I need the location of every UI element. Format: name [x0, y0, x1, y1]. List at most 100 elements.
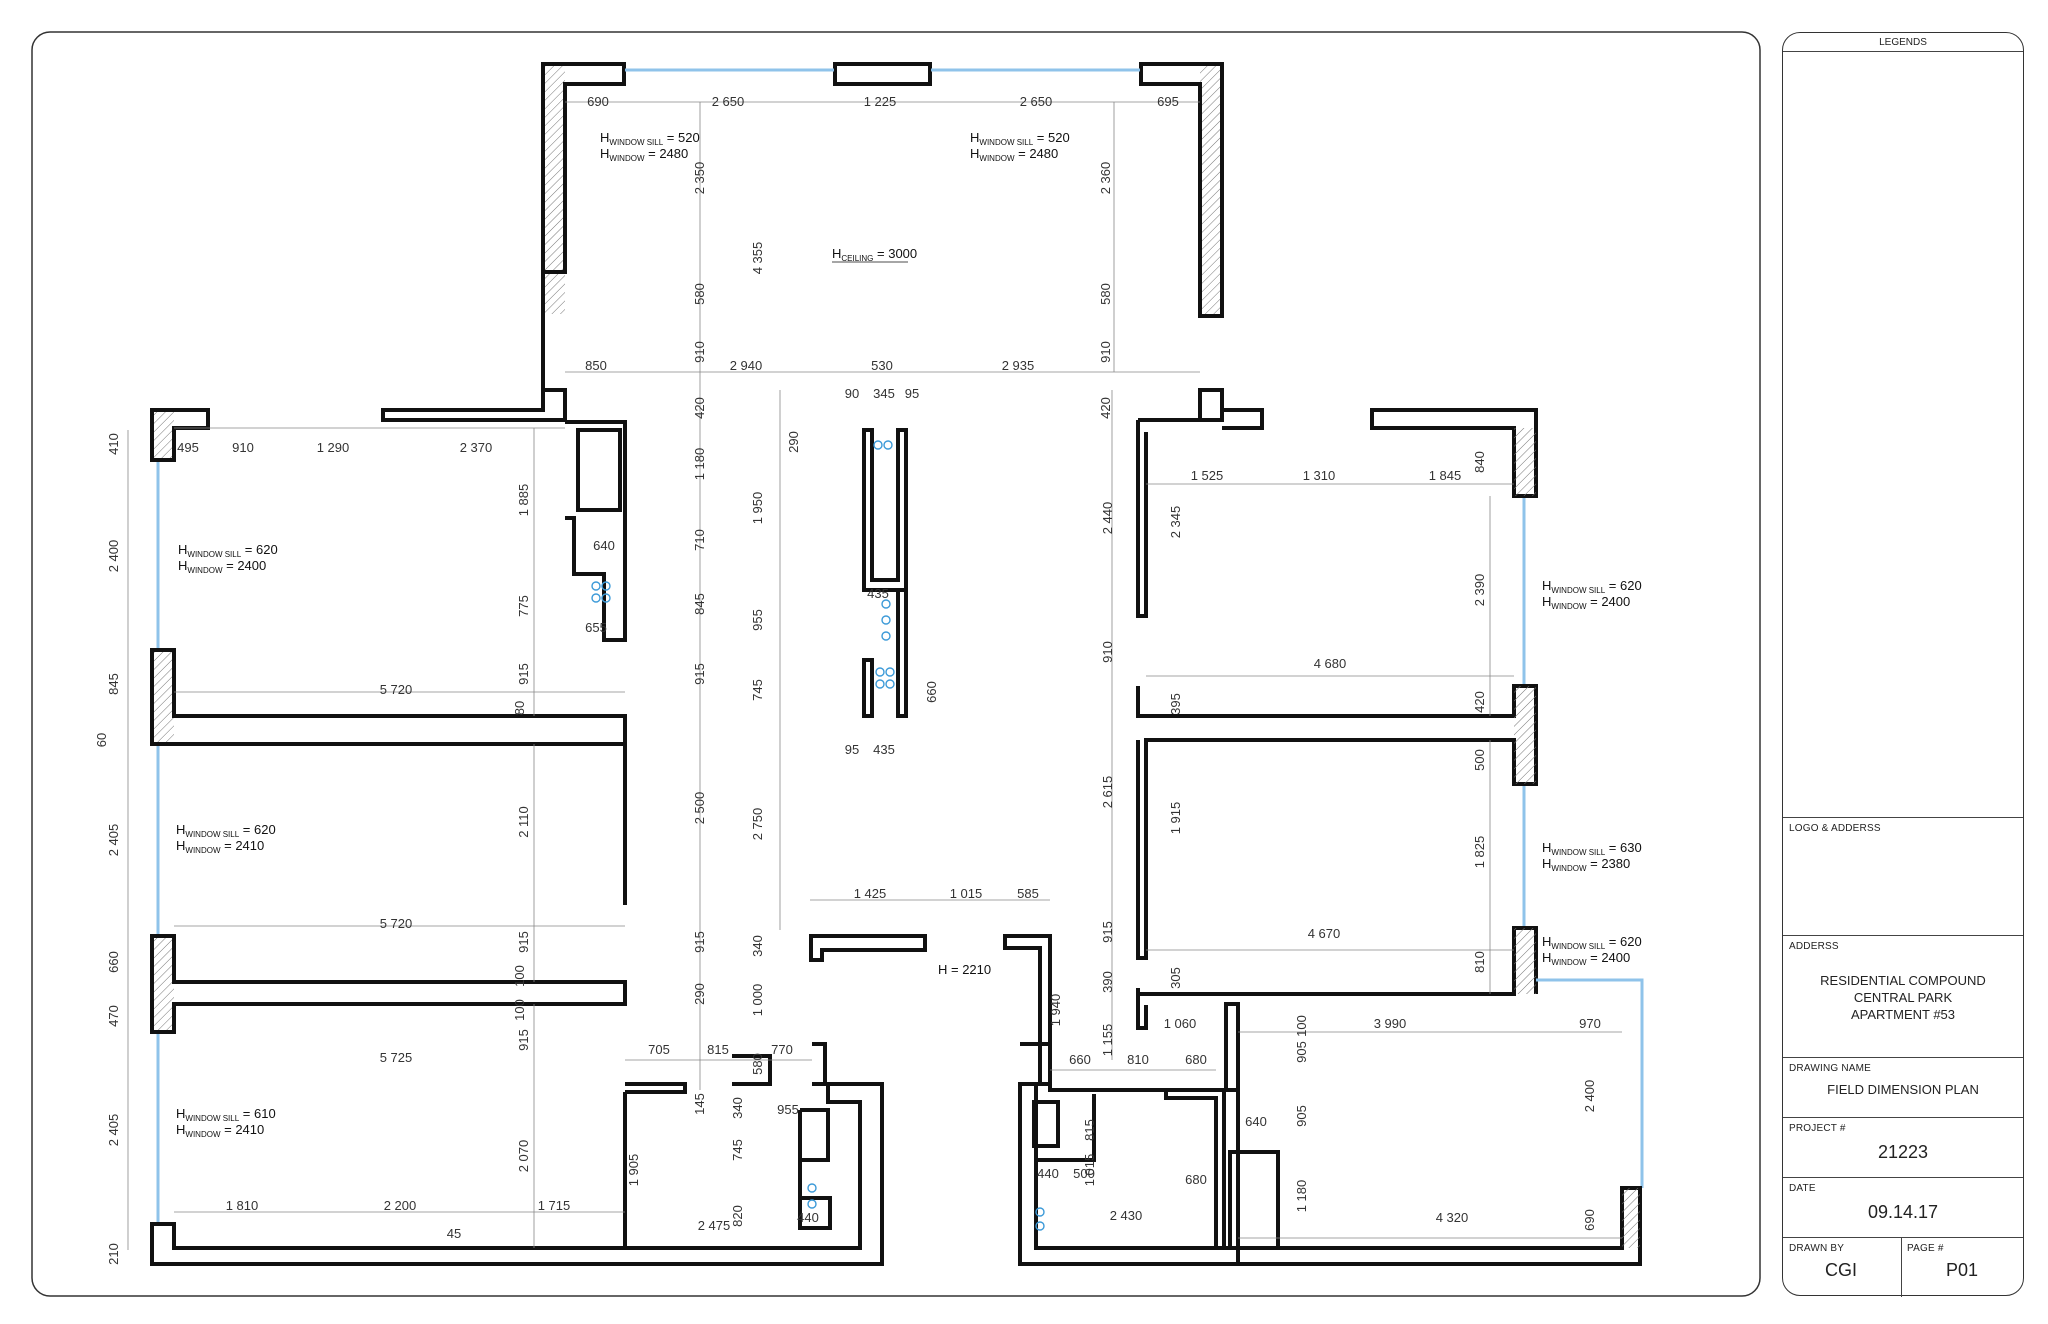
- dimension-label: 100: [1294, 1015, 1309, 1037]
- svg-text:HWINDOW = 2400: HWINDOW = 2400: [1542, 950, 1630, 967]
- dimension-label: 1 180: [692, 448, 707, 481]
- dimension-label: 1 310: [1303, 468, 1336, 483]
- dimension-label: 210: [106, 1243, 121, 1265]
- dimension-label: 1 015: [1082, 1154, 1097, 1187]
- dimension-label: 340: [730, 1097, 745, 1119]
- dimension-label: 500: [1073, 1166, 1095, 1181]
- dimension-label: 90: [845, 386, 859, 401]
- legends-label: LEGENDS: [1879, 37, 1927, 48]
- svg-text:HWINDOW = 2410: HWINDOW = 2410: [176, 1122, 264, 1139]
- dimension-label: 745: [730, 1139, 745, 1161]
- plumbing-fixtures: [591, 440, 1045, 1231]
- dimension-label: 2 390: [1472, 574, 1487, 607]
- dimension-label: 95: [845, 742, 859, 757]
- dimension-label: 810: [1127, 1052, 1149, 1067]
- svg-text:HWINDOW = 2480: HWINDOW = 2480: [600, 146, 688, 163]
- dimension-label: 340: [750, 935, 765, 957]
- dimension-label: 910: [1098, 341, 1113, 363]
- page-number: P01: [1945, 1260, 1979, 1280]
- dimension-label: 845: [692, 593, 707, 615]
- dimension-label: 640: [1245, 1114, 1267, 1129]
- dimension-label: 420: [1098, 397, 1113, 419]
- dimension-label: 530: [871, 358, 893, 373]
- dimension-label: 1 825: [1472, 836, 1487, 869]
- svg-text:HWINDOW SILL = 620: HWINDOW SILL = 620: [176, 822, 276, 839]
- svg-text:HWINDOW = 2400: HWINDOW = 2400: [1542, 594, 1630, 611]
- dimension-label: 660: [924, 681, 939, 703]
- dimension-label: 2 110: [516, 806, 531, 838]
- svg-text:HWINDOW SILL = 520: HWINDOW SILL = 520: [970, 130, 1070, 147]
- dimension-label: 1 915: [1168, 802, 1183, 835]
- dimension-label: 4 670: [1308, 926, 1341, 941]
- dimension-label: 100: [512, 999, 527, 1021]
- dimension-label: 435: [873, 742, 895, 757]
- dimension-label: 680: [1185, 1172, 1207, 1187]
- dimension-label: 2 615: [1100, 776, 1115, 809]
- dimension-label: 660: [106, 951, 121, 973]
- dimension-label: 815: [707, 1042, 729, 1057]
- page-label: PAGE #: [1907, 1243, 1944, 1254]
- dimension-label: 745: [750, 679, 765, 701]
- dimension-label: 1 425: [854, 886, 887, 901]
- dimension-label: 1 950: [750, 492, 765, 525]
- drawing-name-label: DRAWING NAME: [1789, 1063, 1872, 1074]
- svg-text:HWINDOW SILL = 520: HWINDOW SILL = 520: [600, 130, 700, 147]
- project-label: PROJECT #: [1789, 1123, 1846, 1134]
- dimension-label: 1 845: [1429, 468, 1462, 483]
- dimension-label: 1 290: [317, 440, 350, 455]
- svg-text:HWINDOW = 2410: HWINDOW = 2410: [176, 838, 264, 855]
- dimension-label: 690: [1582, 1209, 1597, 1231]
- dimension-label: 95: [905, 386, 919, 401]
- dimension-label: 500: [1472, 749, 1487, 771]
- dimension-label: 2 200: [384, 1198, 417, 1213]
- dimension-label: 1 940: [1048, 994, 1063, 1027]
- dimension-label: 5 720: [380, 916, 413, 931]
- dimension-label: 3 990: [1374, 1016, 1407, 1031]
- drawn-by-value: CGI: [1824, 1260, 1857, 1280]
- dimension-label: 820: [730, 1205, 745, 1227]
- svg-text:HCEILING = 3000: HCEILING = 3000: [832, 246, 917, 263]
- dimension-label: 440: [1037, 1166, 1059, 1181]
- dimension-label: 840: [1472, 451, 1487, 473]
- dimension-label: 2 400: [1582, 1080, 1597, 1113]
- address-label: ADDERSS: [1789, 941, 1839, 952]
- dimension-label: 60: [94, 733, 109, 747]
- svg-text:HWINDOW SILL = 620: HWINDOW SILL = 620: [1542, 578, 1642, 595]
- dimension-label: 955: [750, 609, 765, 631]
- dimension-label: 580: [750, 1053, 765, 1075]
- logo-label: LOGO & ADDERSS: [1789, 823, 1881, 834]
- dimension-label: 440: [797, 1210, 819, 1225]
- dimension-label: 2 400: [106, 540, 121, 573]
- dimension-label: 2 370: [460, 440, 493, 455]
- dimension-label: 495: [177, 440, 199, 455]
- dimension-label: 915: [516, 931, 531, 953]
- dimension-label: 2 935: [1002, 358, 1035, 373]
- dimension-label: 905: [1294, 1041, 1309, 1063]
- dimension-label: 815: [1082, 1119, 1097, 1141]
- dimension-label: 710: [692, 529, 707, 551]
- dimension-label: 850: [585, 358, 607, 373]
- dimension-label: 910: [232, 440, 254, 455]
- date-value: 09.14.17: [1867, 1202, 1939, 1222]
- dimension-label: 2 475: [698, 1218, 731, 1233]
- dimension-label: 410: [106, 433, 121, 455]
- legends-divider: [1783, 51, 2023, 52]
- dimension-label: 705: [648, 1042, 670, 1057]
- date-section: DATE 09.14.17: [1783, 1177, 2023, 1237]
- dimension-label: 100: [512, 965, 527, 987]
- dimension-label: 810: [1472, 951, 1487, 973]
- dimension-label: 2 405: [106, 1114, 121, 1147]
- dimension-label: 775: [516, 595, 531, 617]
- dimension-label: 1 905: [626, 1154, 641, 1187]
- address-text: RESIDENTIAL COMPOUND CENTRAL PARK APARTM…: [1820, 973, 1986, 1022]
- dimension-label: 915: [516, 1029, 531, 1051]
- dimension-label: 660: [1069, 1052, 1091, 1067]
- dimension-label: 905: [1294, 1105, 1309, 1127]
